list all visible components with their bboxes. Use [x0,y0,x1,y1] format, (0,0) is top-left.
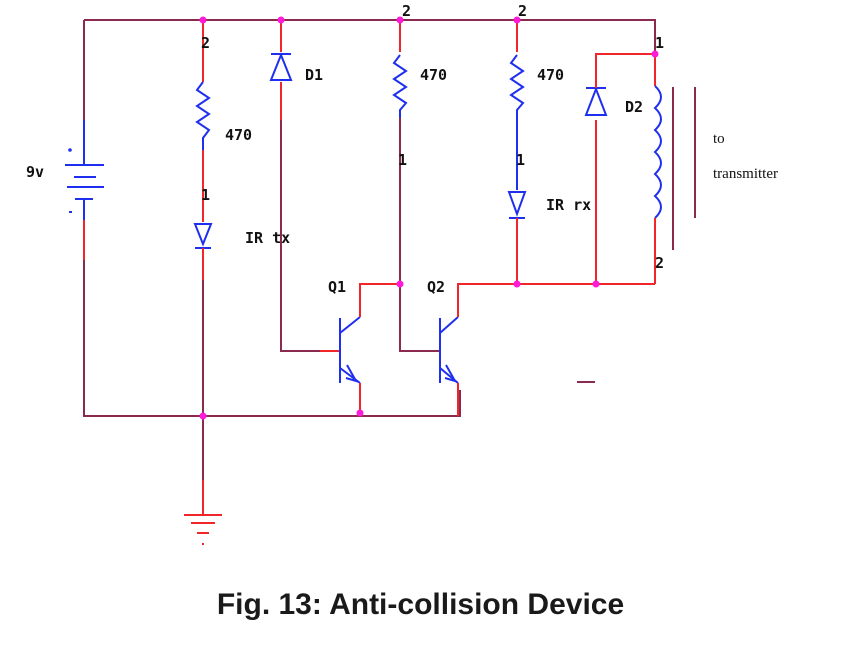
transistor-q2-icon [439,316,459,384]
junction-nodes [199,16,659,420]
resistor-r1-icon [195,81,211,150]
top-rail-wire [84,19,656,52]
q2-label: Q2 [427,278,445,296]
relay-coil-icon [653,85,662,219]
pin-label: 1 [516,151,525,169]
ir-led-rx-icon [507,191,527,219]
pin-label: 1 [655,34,664,52]
pin-label: 2 [201,34,210,52]
q1-base-wire [280,120,320,352]
q1-label: Q1 [328,278,346,296]
ir-rx-lead [516,218,655,285]
q2-collector-lead [457,283,517,317]
q2-base-wire [399,118,440,352]
circuit-schematic: 9v 2 470 1 IR tx D1 Q1 470 1 2 [26,2,778,545]
resistor-r3-icon [509,54,525,190]
pin-label: 1 [201,186,210,204]
resistor-r2-icon [392,54,408,118]
diode-d2-icon [584,86,608,116]
d1-label: D1 [305,66,323,84]
ir-rx-label: IR rx [546,196,591,214]
r3-value-label: 470 [537,66,564,84]
q1-collector-lead [359,283,400,317]
ir-tx-label: IR tx [245,229,290,247]
battery-label: 9v [26,163,44,181]
r1-value-label: 470 [225,126,252,144]
ir-led-tx-icon [193,223,213,249]
figure-caption: Fig. 13: Anti-collision Device [216,588,625,621]
transmitter-label: transmitter [713,166,778,182]
r2-value-label: 470 [420,66,447,84]
pin-label: 1 [398,151,407,169]
d2-top-lead [595,53,655,88]
pin-label: 2 [518,2,527,20]
diode-d1-icon [269,52,293,81]
bottom-rail-wire [83,260,461,417]
d2-label: D2 [625,98,643,116]
pin-label: 2 [655,254,664,272]
pin-label: 2 [402,2,411,20]
transistor-q1-icon [339,316,361,384]
to-label: to [713,131,725,147]
ground-icon [184,514,222,545]
